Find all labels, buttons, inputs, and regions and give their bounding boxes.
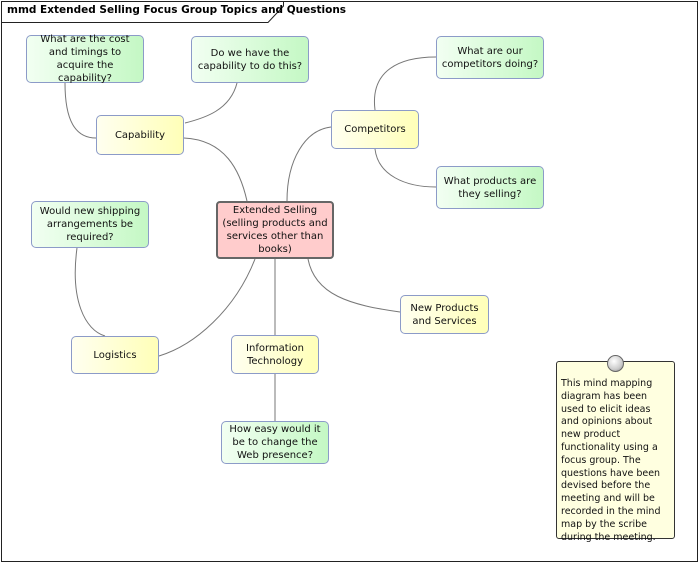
question-web-node[interactable]: How easy would it be to change the Web p… [221, 421, 329, 464]
question-shipping-node[interactable]: Would new shipping arrangements be requi… [31, 201, 149, 248]
link-shipping-logistics [74, 247, 106, 337]
link-capq-capability [184, 82, 238, 124]
question-competitors-node[interactable]: What are our competitors doing? [436, 36, 544, 79]
topic-competitors-node[interactable]: Competitors [331, 110, 419, 149]
question-products-node[interactable]: What products are they selling? [436, 166, 544, 209]
link-capability-central [183, 137, 248, 202]
question-cost-node[interactable]: What are the cost and timings to acquire… [26, 34, 144, 84]
note[interactable]: This mind mapping diagram has been used … [556, 361, 675, 543]
link-competitors-qprod [374, 148, 437, 188]
link-cost-capability [64, 82, 97, 139]
central-topic-node[interactable]: Extended Selling (selling products and s… [216, 201, 334, 259]
question-capability-node[interactable]: Do we have the capability to do this? [191, 36, 309, 83]
link-central-logistics [158, 258, 256, 357]
diagram-title: mmd Extended Selling Focus Group Topics … [7, 4, 347, 16]
diagram-title-tab: mmd Extended Selling Focus Group Topics … [1, 1, 346, 23]
topic-logistics-node[interactable]: Logistics [71, 336, 159, 374]
link-central-competitors [286, 126, 332, 202]
note-text: This mind mapping diagram has been used … [561, 378, 661, 543]
topic-new-products-node[interactable]: New Products and Services [400, 295, 489, 334]
pin-icon [607, 355, 624, 372]
link-competitors-qcomp [373, 56, 437, 111]
topic-info-tech-node[interactable]: Information Technology [231, 335, 319, 374]
link-central-newproducts [307, 258, 401, 313]
topic-capability-node[interactable]: Capability [96, 115, 184, 155]
